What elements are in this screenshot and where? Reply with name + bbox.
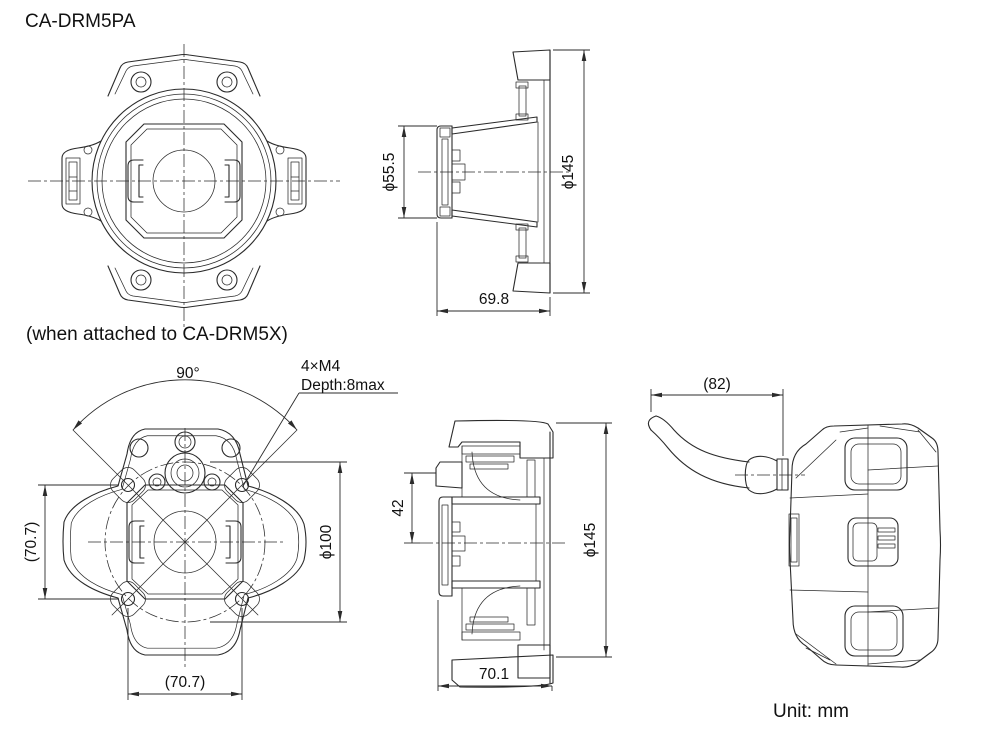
horn-upper-wall	[451, 116, 538, 135]
diagonal-axis	[72, 429, 259, 616]
screw-boss	[216, 269, 238, 291]
cable-lower-edge	[650, 429, 750, 489]
grip-line	[877, 527, 896, 533]
dim-70-7-bottom: (70.7)	[127, 608, 243, 700]
section-view-bottom: 42 ϕ145 70.1	[390, 419, 612, 691]
mount-plate	[438, 496, 453, 597]
page-title: CA-DRM5PA	[25, 11, 136, 32]
outer-ring	[91, 88, 277, 274]
small-hole	[148, 473, 166, 491]
svg-text:ϕ100: ϕ100	[318, 524, 335, 559]
dome-arc	[471, 451, 521, 501]
attachment-note: (when attached to CA-DRM5X)	[26, 324, 288, 345]
left-bracket	[127, 159, 144, 203]
side-view: (82)	[647, 376, 942, 668]
center-opening	[152, 149, 216, 213]
left-bracket	[435, 461, 463, 489]
m4-pad	[224, 467, 260, 503]
bottom-lobe	[107, 265, 261, 309]
flange-top-block	[512, 49, 551, 81]
m4-hole	[120, 477, 136, 493]
svg-text:Depth:8max: Depth:8max	[301, 377, 385, 394]
dim-69-8: 69.8	[436, 222, 551, 316]
top-cap	[448, 419, 554, 459]
cable-upper-edge	[655, 415, 750, 463]
front-view-top	[28, 44, 340, 330]
top-lobe	[107, 53, 261, 97]
svg-text:(82): (82)	[703, 376, 731, 393]
center-opening	[153, 510, 217, 574]
m4-pad	[110, 467, 146, 503]
dim-phi55-5: ϕ55.5	[381, 125, 437, 219]
svg-text:(70.7): (70.7)	[23, 522, 40, 563]
front-view-bottom: 90° 4×M4 Depth:8max ϕ100 (70.7) (	[23, 358, 398, 700]
central-plate	[126, 484, 244, 600]
grip-line	[877, 543, 896, 549]
unit-label: Unit: mm	[773, 701, 849, 722]
horn-lower-wall	[451, 209, 538, 228]
diagonal-axis	[111, 429, 298, 616]
mount-hole	[129, 438, 149, 458]
bolt-circle	[104, 461, 266, 623]
mount-plate	[436, 125, 453, 219]
grip-line	[877, 535, 896, 541]
svg-text:ϕ145: ϕ145	[560, 155, 577, 190]
right-bracket	[225, 520, 242, 564]
svg-text:ϕ145: ϕ145	[582, 523, 599, 558]
m4-pad	[110, 581, 146, 617]
small-hole	[203, 473, 221, 491]
mount-hole	[174, 431, 196, 453]
mount-hole	[221, 438, 241, 458]
svg-text:4×M4: 4×M4	[301, 358, 341, 375]
section-view-top: ϕ55.5 ϕ145 69.8	[381, 49, 590, 316]
dome-arc	[471, 585, 521, 635]
left-bracket	[128, 520, 145, 564]
dim-90deg: 90°	[72, 365, 298, 431]
strain-relief	[744, 455, 778, 495]
dim-phi145-bottom: ϕ145	[556, 422, 612, 658]
svg-text:69.8: 69.8	[479, 291, 509, 308]
screw-boss	[130, 269, 152, 291]
svg-text:70.1: 70.1	[479, 666, 509, 683]
m4-hole	[120, 591, 136, 607]
screw-boss	[130, 71, 152, 93]
center-boss	[164, 452, 206, 494]
svg-text:(70.7): (70.7)	[165, 674, 206, 691]
svg-text:42: 42	[390, 499, 407, 516]
m4-hole	[234, 477, 250, 493]
body-outline	[62, 428, 307, 656]
upper-pocket	[844, 437, 908, 491]
dim-70-7-left: (70.7)	[23, 484, 119, 600]
svg-text:90°: 90°	[176, 365, 199, 382]
thread-callout: 4×M4 Depth:8max	[242, 358, 398, 487]
m4-pad	[224, 581, 260, 617]
dim-42: 42	[390, 472, 436, 544]
dim-phi100: ϕ100	[210, 461, 347, 623]
svg-text:ϕ55.5: ϕ55.5	[381, 153, 398, 192]
flange-bottom-block	[512, 262, 551, 294]
m4-hole	[234, 591, 250, 607]
latch	[847, 517, 899, 567]
dim-70-1: 70.1	[437, 600, 553, 691]
dim-82: (82)	[650, 376, 784, 456]
central-plate	[125, 123, 243, 239]
screw-boss	[216, 71, 238, 93]
right-bracket	[224, 159, 241, 203]
connector	[776, 458, 789, 491]
lower-pocket	[844, 605, 904, 657]
camera-body-outline	[788, 423, 942, 668]
cable-tip	[647, 415, 657, 431]
dim-phi145-top: ϕ145	[553, 49, 590, 294]
